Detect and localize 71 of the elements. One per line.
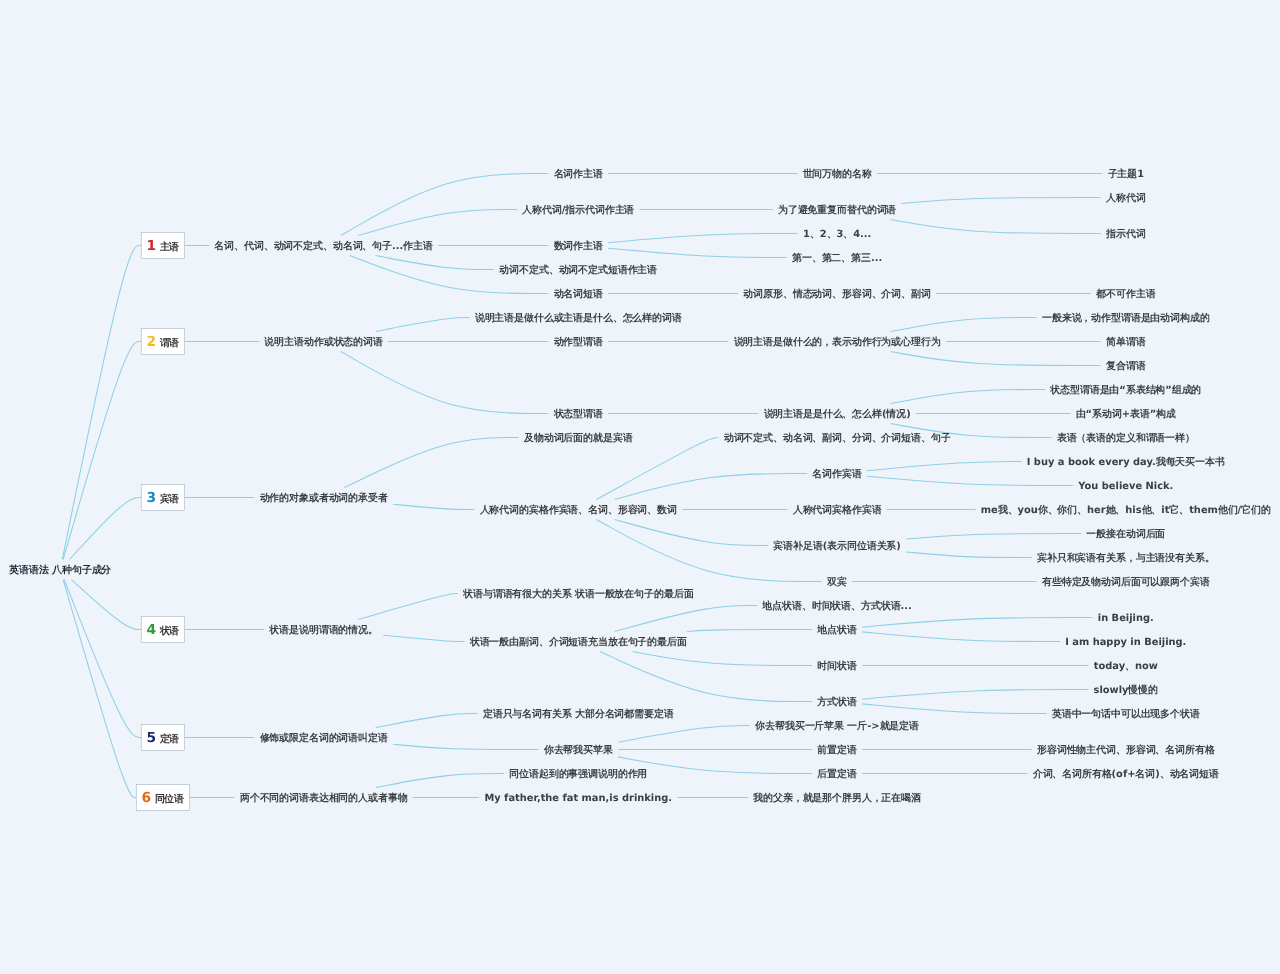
connector <box>676 797 749 799</box>
connector <box>375 713 479 729</box>
connector <box>617 756 813 775</box>
connector <box>412 797 480 799</box>
connector <box>617 725 751 743</box>
connector <box>861 749 1033 751</box>
connector <box>681 509 788 511</box>
connector <box>607 247 788 259</box>
connector <box>886 509 977 511</box>
connector <box>861 773 1028 775</box>
connector <box>184 497 255 499</box>
connector <box>188 797 236 799</box>
connector <box>614 473 808 500</box>
connector <box>357 208 518 236</box>
connector <box>437 244 549 246</box>
connector <box>61 244 142 561</box>
connector <box>890 423 1052 439</box>
connector <box>62 579 137 799</box>
connector <box>617 749 813 751</box>
connector <box>632 651 813 667</box>
connector <box>62 340 142 561</box>
connector <box>607 232 799 244</box>
connector <box>639 208 774 210</box>
connector <box>375 316 470 332</box>
connector <box>686 629 813 633</box>
connector <box>392 743 539 751</box>
connector <box>382 634 465 643</box>
connector <box>599 651 813 703</box>
connector <box>890 389 1046 404</box>
connector <box>866 461 1023 472</box>
connector <box>63 579 142 739</box>
connector <box>607 413 759 415</box>
connector <box>861 665 1089 667</box>
connector <box>890 219 1102 234</box>
connector <box>340 172 549 236</box>
connector <box>184 629 265 631</box>
connector <box>607 172 798 174</box>
connector <box>349 255 549 295</box>
connector <box>70 579 142 631</box>
connector <box>595 437 719 500</box>
connector <box>184 737 255 739</box>
connector <box>607 340 729 343</box>
connector <box>392 503 475 511</box>
connector <box>607 292 739 295</box>
connector <box>340 351 549 415</box>
connector <box>357 593 459 621</box>
connector <box>851 581 1038 583</box>
connector <box>861 631 1061 643</box>
connector <box>915 413 1071 415</box>
connector <box>861 703 1048 715</box>
connector <box>935 292 1092 295</box>
connector <box>890 316 1038 332</box>
connector <box>614 605 758 633</box>
connector <box>945 340 1102 343</box>
connector <box>343 437 520 488</box>
connector <box>890 351 1102 367</box>
connector <box>861 617 1094 628</box>
connector <box>614 519 769 547</box>
connector <box>905 533 1082 540</box>
connector <box>184 340 260 343</box>
connector <box>375 773 505 789</box>
connector <box>876 172 1103 174</box>
connector <box>387 340 549 343</box>
connector <box>595 519 823 583</box>
connector <box>901 196 1102 204</box>
connector <box>905 551 1033 559</box>
connector <box>184 244 210 246</box>
connector <box>861 689 1089 700</box>
connector <box>68 497 142 561</box>
connector <box>866 475 1074 487</box>
connector <box>375 255 495 271</box>
